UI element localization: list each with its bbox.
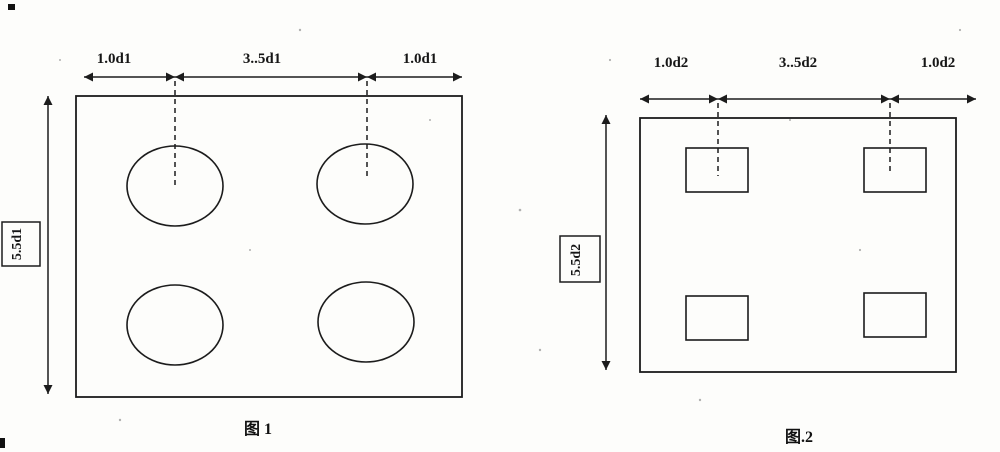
figure2-plate-outline	[639, 117, 957, 373]
figure1-dim-label-left: 5.5d1	[10, 228, 25, 260]
figure2-dim-label-top-right: 1.0d2	[921, 55, 956, 71]
figure1-left-label-box	[1, 221, 41, 267]
figure1-hole-bottom-right	[317, 281, 415, 363]
scan-artifacts	[0, 4, 962, 448]
figure-1: 1.0d1 3..5d1 1.0d1 5.5d1 图 1	[1, 51, 463, 438]
figure2-hole-bottom-right	[863, 292, 927, 338]
figure2-caption: 图.2	[785, 428, 813, 446]
figure2-hole-bottom-left	[685, 295, 749, 341]
figure2-dim-label-top-mid: 3..5d2	[779, 55, 817, 71]
figure1-dim-label-top-mid: 3..5d1	[243, 51, 281, 67]
figure-2: 1.0d2 3..5d2 1.0d2 5.5d2 图.2	[559, 55, 976, 446]
figure1-caption: 图 1	[244, 420, 272, 438]
figure2-hole-top-right	[863, 147, 927, 193]
figure1-hole-top-right	[316, 143, 414, 225]
figure1-hole-bottom-left	[126, 284, 224, 366]
figure2-dim-label-top-left: 1.0d2	[654, 55, 689, 71]
figure2-left-label-box	[559, 235, 601, 283]
figure1-dim-label-top-right: 1.0d1	[403, 51, 438, 67]
figure1-dim-label-top-left: 1.0d1	[97, 51, 132, 67]
figure2-dim-label-left: 5.5d2	[569, 244, 584, 276]
figure2-hole-top-left	[685, 147, 749, 193]
figure1-plate-outline	[75, 95, 463, 398]
